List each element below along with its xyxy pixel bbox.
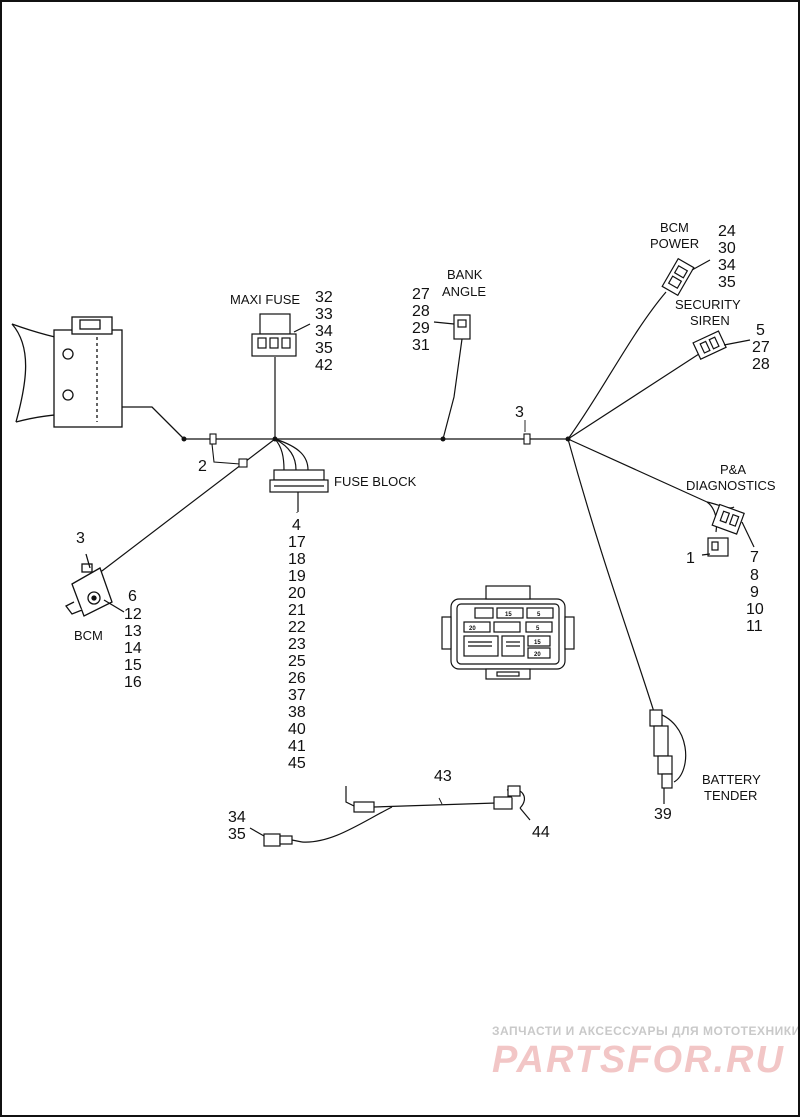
bcm-power-connector-icon (661, 257, 711, 297)
callout-number: 11 (746, 618, 763, 635)
callout-number: 5 (756, 322, 765, 339)
leader-lines (296, 420, 526, 805)
fuse-cell-label: 5 (537, 612, 541, 618)
fuse-block-icon (269, 469, 329, 512)
callout-number: 28 (412, 303, 430, 320)
callout-number: 34 (228, 809, 246, 826)
callout-number: 25 (288, 653, 306, 670)
callout-number: 1 (686, 550, 695, 567)
callout-number: 8 (750, 567, 759, 584)
callout-number: 41 (288, 738, 306, 755)
bcm-label: BCM (74, 628, 103, 643)
callout-number: 34 (718, 257, 736, 274)
harness-trunk (93, 291, 708, 713)
fuse-cell-label: 5 (536, 626, 540, 632)
callout-number: 20 (288, 585, 306, 602)
callout-number: 37 (288, 687, 306, 704)
extension-harness (249, 785, 531, 847)
callout-number: 31 (412, 337, 430, 354)
fuse-cell-label: 20 (469, 626, 476, 632)
callout-number: 16 (124, 674, 142, 691)
callout-number: 29 (412, 320, 430, 337)
callout-number: 39 (654, 806, 672, 823)
callout-number: 44 (532, 824, 550, 841)
callout-number: 35 (228, 826, 246, 843)
fuse-cell-label: 15 (505, 612, 512, 618)
fuse-block-detail (441, 585, 575, 680)
watermark-logo: PARTSFOR.RU (492, 1039, 785, 1081)
bcm-power-label-1: BCM (660, 220, 689, 235)
pa-diagnostics-label-1: P&A (720, 462, 746, 477)
callout-number: 27 (412, 286, 430, 303)
callout-number: 26 (288, 670, 306, 687)
callout-number: 13 (124, 623, 142, 640)
fuse-cell-labels: 15 5 20 5 15 20 (469, 612, 541, 658)
battery-tender-label-1: BATTERY (702, 772, 761, 787)
bank-angle-label-1: BANK (447, 267, 483, 282)
security-siren-label-1: SECURITY (675, 297, 741, 312)
callout-number: 43 (434, 768, 452, 785)
callout-number: 9 (750, 584, 759, 601)
bcm-module-icon (65, 553, 125, 617)
frame-bracket (11, 316, 185, 440)
clip-icon (209, 433, 531, 468)
callout-number: 3 (76, 530, 85, 547)
junction-dots (181, 436, 571, 442)
callout-number: 33 (315, 306, 333, 323)
callout-number: 22 (288, 619, 306, 636)
maxi-fuse-label: MAXI FUSE (230, 292, 300, 307)
callout-number: 10 (746, 601, 764, 618)
bcm-power-label-2: POWER (650, 236, 699, 251)
fuse-cell-label: 20 (534, 652, 541, 658)
callout-number: 40 (288, 721, 306, 738)
callout-number: 7 (750, 549, 759, 566)
bank-angle-connector-icon (433, 314, 471, 340)
battery-tender-icon (649, 709, 687, 804)
fuse-block-label: FUSE BLOCK (334, 474, 417, 489)
watermark-tagline: ЗАПЧАСТИ И АКСЕССУАРЫ ДЛЯ МОТОТЕХНИКИ (492, 1024, 800, 1038)
callout-number: 23 (288, 636, 306, 653)
callout-numbers: 32 33 34 35 42 27 28 29 31 24 30 34 35 5… (76, 223, 770, 843)
watermark: ЗАПЧАСТИ И АКСЕССУАРЫ ДЛЯ МОТОТЕХНИКИ PA… (492, 1024, 800, 1081)
callout-number: 2 (198, 458, 207, 475)
callout-number: 24 (718, 223, 736, 240)
component-labels: MAXI FUSE FUSE BLOCK BANK ANGLE BCM POWE… (74, 220, 776, 803)
callout-number: 17 (288, 534, 306, 551)
callout-number: 3 (515, 404, 524, 421)
callout-number: 34 (315, 323, 333, 340)
callout-number: 30 (718, 240, 736, 257)
battery-tender-label-2: TENDER (704, 788, 757, 803)
callout-number: 28 (752, 356, 770, 373)
callout-number: 14 (124, 640, 142, 657)
fuse-cell-label: 15 (534, 640, 541, 646)
callout-number: 42 (315, 357, 333, 374)
callout-number: 45 (288, 755, 306, 772)
pa-diagnostics-connector-icon (701, 501, 755, 557)
callout-number: 6 (128, 588, 137, 605)
bank-angle-label-2: ANGLE (442, 284, 486, 299)
maxi-fuse-icon (251, 313, 311, 357)
callout-number: 27 (752, 339, 770, 356)
pa-diagnostics-label-2: DIAGNOSTICS (686, 478, 776, 493)
callout-number: 19 (288, 568, 306, 585)
security-siren-connector-icon (692, 330, 751, 360)
callout-number: 35 (315, 340, 333, 357)
callout-number: 15 (124, 657, 142, 674)
callout-number: 18 (288, 551, 306, 568)
callout-number: 12 (124, 606, 142, 623)
callout-number: 4 (292, 517, 301, 534)
callout-number: 35 (718, 274, 736, 291)
callout-number: 21 (288, 602, 306, 619)
callout-number: 32 (315, 289, 333, 306)
security-siren-label-2: SIREN (690, 313, 730, 328)
callout-number: 38 (288, 704, 306, 721)
